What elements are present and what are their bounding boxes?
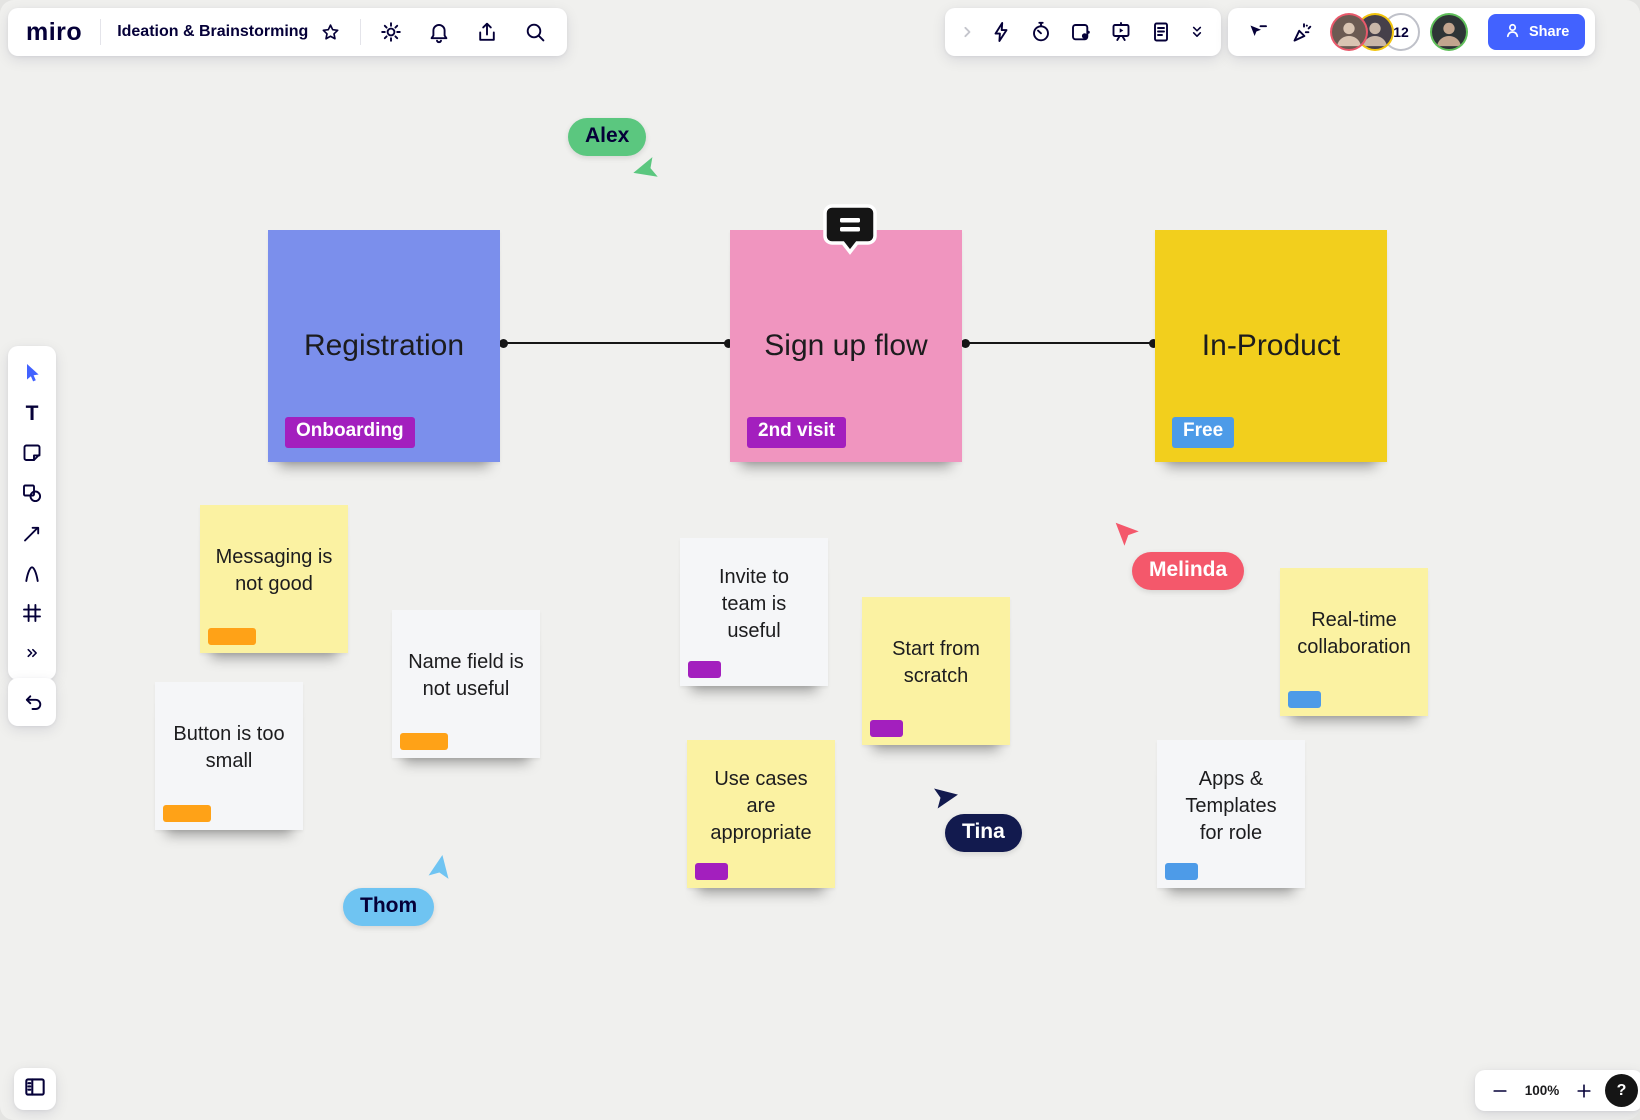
tag-orange[interactable] (400, 733, 448, 750)
collapse-chevron-icon[interactable] (955, 14, 979, 50)
comment-icon[interactable] (822, 203, 878, 262)
text-tool-icon[interactable]: T (13, 394, 51, 432)
tag-purple[interactable] (688, 661, 721, 678)
share-button[interactable]: Share (1488, 14, 1586, 50)
zoom-in-icon[interactable] (1569, 1073, 1599, 1109)
presentation-icon[interactable] (1103, 14, 1139, 50)
notes-doc-icon[interactable] (1143, 14, 1179, 50)
note-apps-templates[interactable]: Apps & Templates for role (1157, 740, 1305, 888)
tag-free[interactable]: Free (1172, 417, 1235, 448)
tag-blue[interactable] (1165, 863, 1198, 880)
thom-label: Thom (343, 888, 435, 927)
sticky-text: In-Product (1201, 329, 1341, 363)
note-invite-team[interactable]: Invite to team is useful (680, 538, 828, 686)
collaboration-toolbar: 12 Share (1228, 8, 1596, 56)
melinda-cursor-icon (1114, 521, 1141, 548)
select-tool-icon[interactable] (13, 354, 51, 392)
notifications-bell-icon[interactable] (421, 14, 457, 50)
pen-tool-icon[interactable] (13, 554, 51, 592)
tag-purple[interactable] (870, 720, 903, 737)
sticky-text: Button is too small (173, 723, 285, 772)
sticky-in-product[interactable]: In-Product Free (1155, 230, 1387, 462)
sticky-text: Real-time collaboration (1297, 609, 1411, 658)
reactions-lightning-icon[interactable] (983, 14, 1019, 50)
frame-tool-icon[interactable] (13, 594, 51, 632)
note-messaging[interactable]: Messaging is not good (200, 505, 348, 653)
sticky-sign-up-flow[interactable]: Sign up flow 2nd visit (730, 230, 962, 462)
avatar-collaborator-1[interactable] (1330, 13, 1368, 51)
alex-label: Alex (568, 118, 647, 157)
thom-cursor-icon (421, 853, 459, 891)
undo-panel (8, 678, 56, 726)
export-upload-icon[interactable] (469, 14, 505, 50)
sticky-text: Start from scratch (892, 638, 980, 687)
tag-onboarding[interactable]: Onboarding (285, 417, 415, 448)
avatar-stack[interactable]: 12 (1330, 13, 1468, 51)
facilitation-toolbar (945, 8, 1221, 56)
tag-blue[interactable] (1288, 691, 1321, 708)
sticky-text: Invite to team is useful (718, 565, 790, 642)
note-use-cases[interactable]: Use cases are appropriate (687, 740, 835, 888)
sticky-text: Messaging is not good (215, 546, 333, 595)
share-person-icon (1504, 21, 1522, 43)
voting-icon[interactable] (1063, 14, 1099, 50)
zoom-out-icon[interactable] (1485, 1073, 1515, 1109)
note-button-small[interactable]: Button is too small (155, 682, 303, 830)
zoom-level[interactable]: 100% (1524, 1083, 1560, 1098)
note-realtime-collab[interactable]: Real-time collaboration (1280, 568, 1428, 716)
note-name-field[interactable]: Name field is not useful (392, 610, 540, 758)
tag-2nd-visit[interactable]: 2nd visit (747, 417, 847, 448)
help-button[interactable]: ? (1605, 1074, 1638, 1107)
sticky-note-tool-icon[interactable] (13, 434, 51, 472)
divider (100, 19, 102, 45)
tag-orange[interactable] (163, 805, 211, 822)
tina-cursor-icon (923, 779, 961, 817)
sticky-registration[interactable]: Registration Onboarding (268, 230, 500, 462)
sticky-text: Registration (303, 329, 465, 363)
note-start-scratch[interactable]: Start from scratch (862, 597, 1010, 745)
board-title[interactable]: Ideation & Brainstorming (117, 23, 309, 40)
tina-label: Tina (945, 814, 1022, 853)
sticky-text: Sign up flow (764, 329, 928, 363)
connector-registration-signup[interactable] (499, 338, 733, 348)
undo-icon[interactable] (14, 684, 50, 720)
header-board-panel: miro Ideation & Brainstorming (8, 8, 568, 56)
timer-stopwatch-icon[interactable] (1023, 14, 1059, 50)
sticky-text: Name field is not useful (408, 651, 524, 700)
divider (360, 19, 362, 45)
frames-panel-icon (22, 1074, 48, 1105)
search-icon[interactable] (517, 14, 553, 50)
avatar-current-user[interactable] (1430, 13, 1468, 51)
alex-cursor-icon (631, 150, 668, 187)
connector-signup-inproduct[interactable] (961, 338, 1158, 348)
sticky-text: Apps & Templates for role (1185, 767, 1277, 844)
shapes-tool-icon[interactable] (13, 474, 51, 512)
settings-gear-icon[interactable] (373, 14, 409, 50)
miro-logo[interactable]: miro (26, 17, 83, 46)
confetti-icon[interactable] (1284, 14, 1320, 50)
favorite-star-icon[interactable] (316, 14, 344, 50)
frames-panel-button[interactable] (14, 1068, 56, 1110)
tag-purple[interactable] (695, 863, 728, 880)
more-tools-icon[interactable] (13, 634, 51, 672)
sticky-text: Use cases are appropriate (710, 767, 812, 844)
creation-toolbar: T (8, 346, 56, 680)
melinda-label: Melinda (1132, 552, 1245, 591)
follow-cursor-icon[interactable] (1240, 14, 1276, 50)
tag-orange[interactable] (208, 628, 256, 645)
zoom-controls: 100% ? (1475, 1070, 1640, 1111)
arrow-tool-icon[interactable] (13, 514, 51, 552)
more-tools-chevrons-icon[interactable] (1183, 14, 1211, 50)
